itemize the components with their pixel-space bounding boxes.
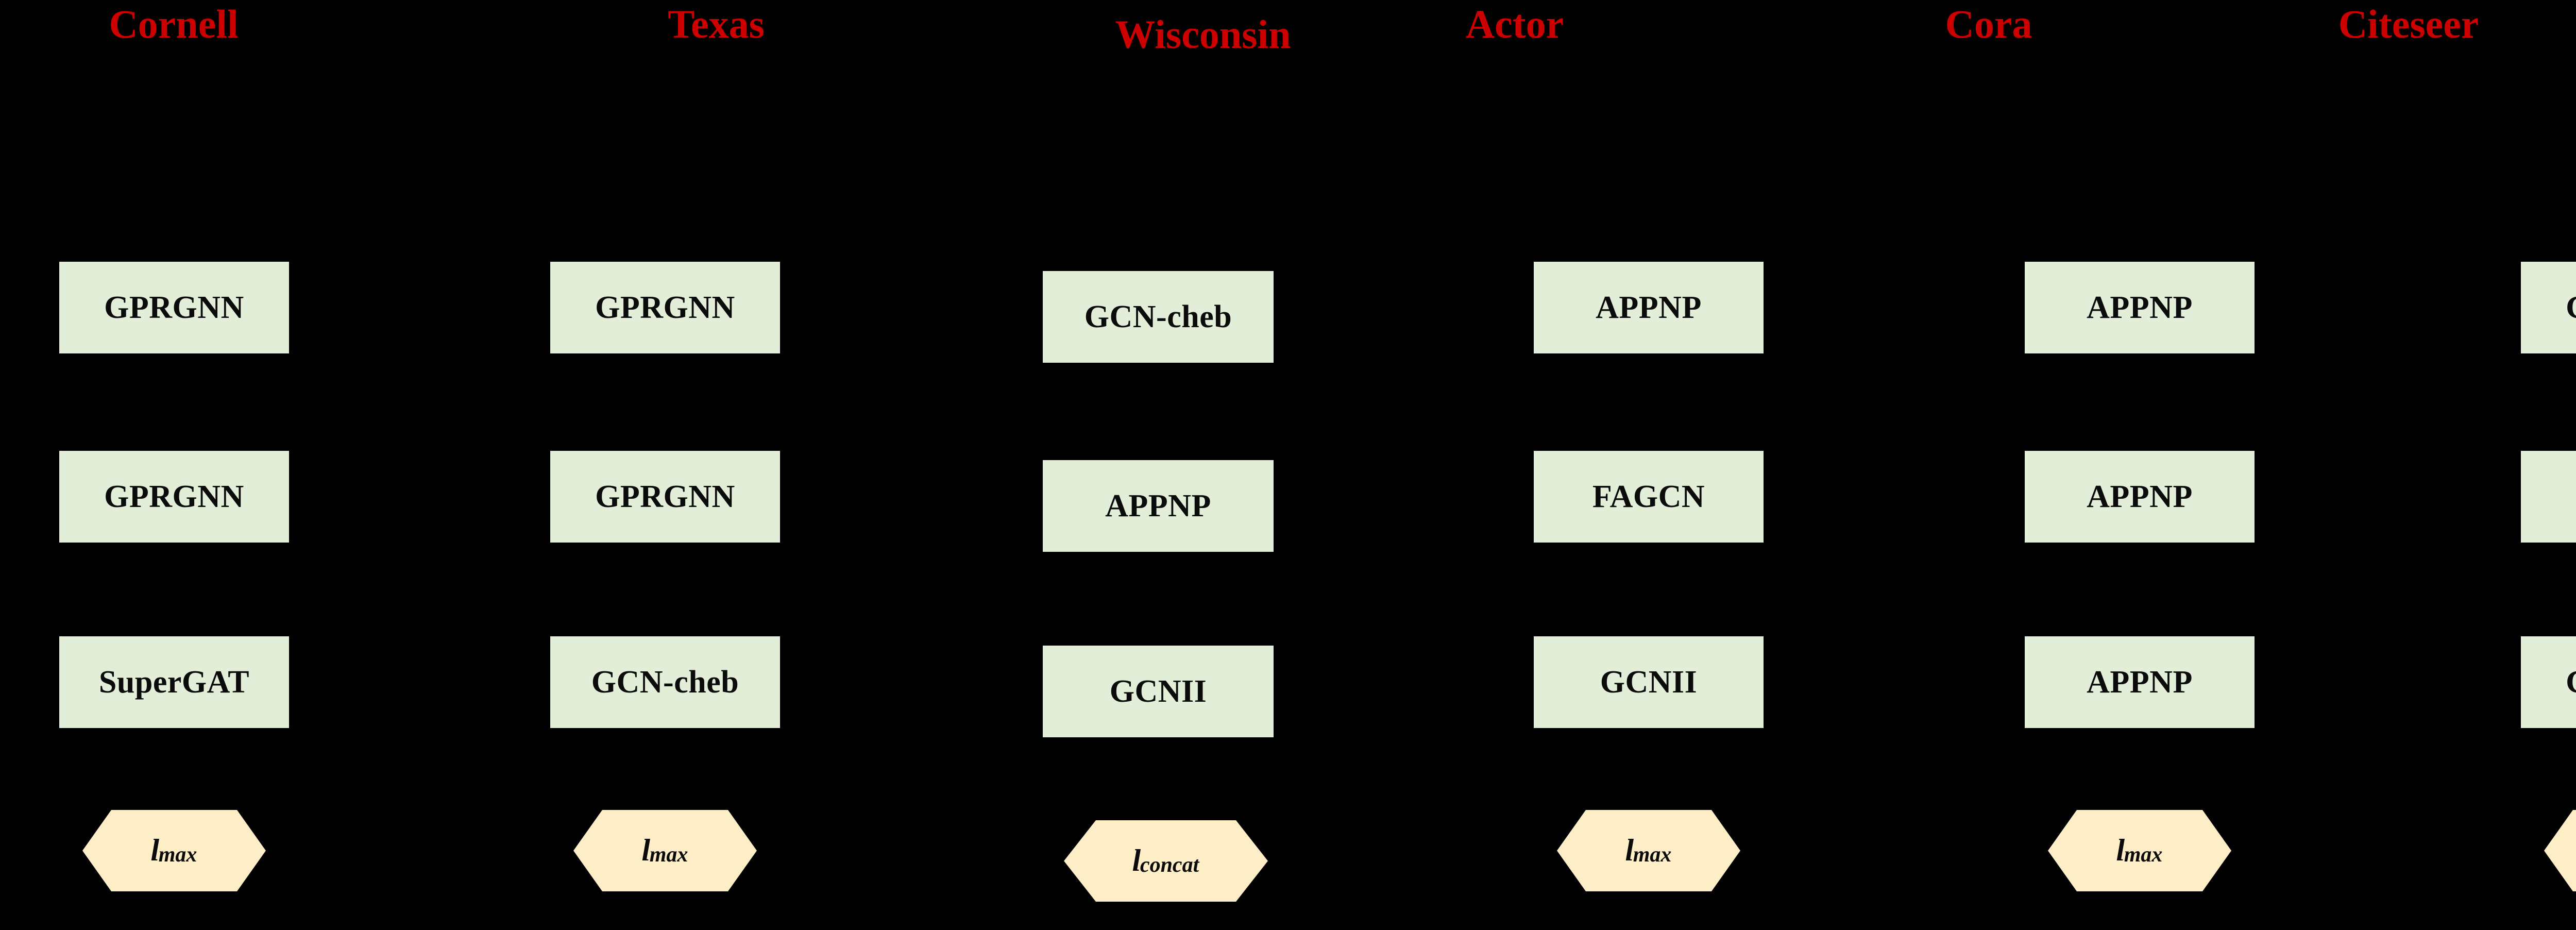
hexagon-label-base: l — [641, 833, 650, 867]
dataset-title: Actor — [1465, 2, 1564, 46]
model-node: GPRGNN — [2521, 636, 2576, 728]
model-node: APPNP — [2521, 451, 2576, 543]
hexagon-label-subscript: concat — [1140, 853, 1199, 877]
model-node: GPRGNN — [59, 451, 289, 543]
hexagon-shape — [1557, 810, 1740, 891]
model-node: GCN-cheb — [550, 636, 780, 728]
model-node: GPRGNN — [550, 451, 780, 543]
model-node: APPNP — [1043, 460, 1274, 552]
model-node: SuperGAT — [59, 636, 289, 728]
dataset-title: Cora — [1945, 2, 2032, 46]
hexagon-label-base: l — [1132, 843, 1141, 877]
model-node: GCNII — [1534, 636, 1764, 728]
dataset-title: Citeseer — [2338, 2, 2479, 46]
hexagon-label-base: l — [1625, 833, 1634, 867]
hexagon-label-subscript: max — [649, 843, 688, 867]
hexagon-shape — [82, 810, 266, 891]
model-node: GCNII — [1043, 646, 1274, 737]
model-node: APPNP — [2025, 636, 2255, 728]
hexagon-shape — [573, 810, 757, 891]
model-node: GPRGNN — [550, 262, 780, 353]
model-node: GCN-cheb — [1043, 271, 1274, 363]
model-node: APPNP — [1534, 262, 1764, 353]
dataset-title: Wisconsin — [1115, 12, 1291, 57]
model-node: GPRGNN — [2521, 262, 2576, 353]
hexagon-label-base: l — [2116, 833, 2125, 867]
hexagon-label-base: l — [150, 833, 159, 867]
hexagon-shape — [2048, 810, 2231, 891]
dataset-title: Cornell — [109, 2, 239, 46]
hexagon-shape — [1064, 820, 1268, 902]
hexagon-label-subscript: max — [158, 843, 197, 867]
hexagon-label-subscript: max — [1633, 843, 1672, 867]
model-node: GPRGNN — [59, 262, 289, 353]
hexagon-label-subscript: max — [2124, 843, 2163, 867]
model-node: APPNP — [2025, 451, 2255, 543]
model-node: APPNP — [2025, 262, 2255, 353]
dataset-title: Texas — [668, 2, 765, 46]
model-node: FAGCN — [1534, 451, 1764, 543]
hexagon-shape — [2544, 810, 2576, 891]
